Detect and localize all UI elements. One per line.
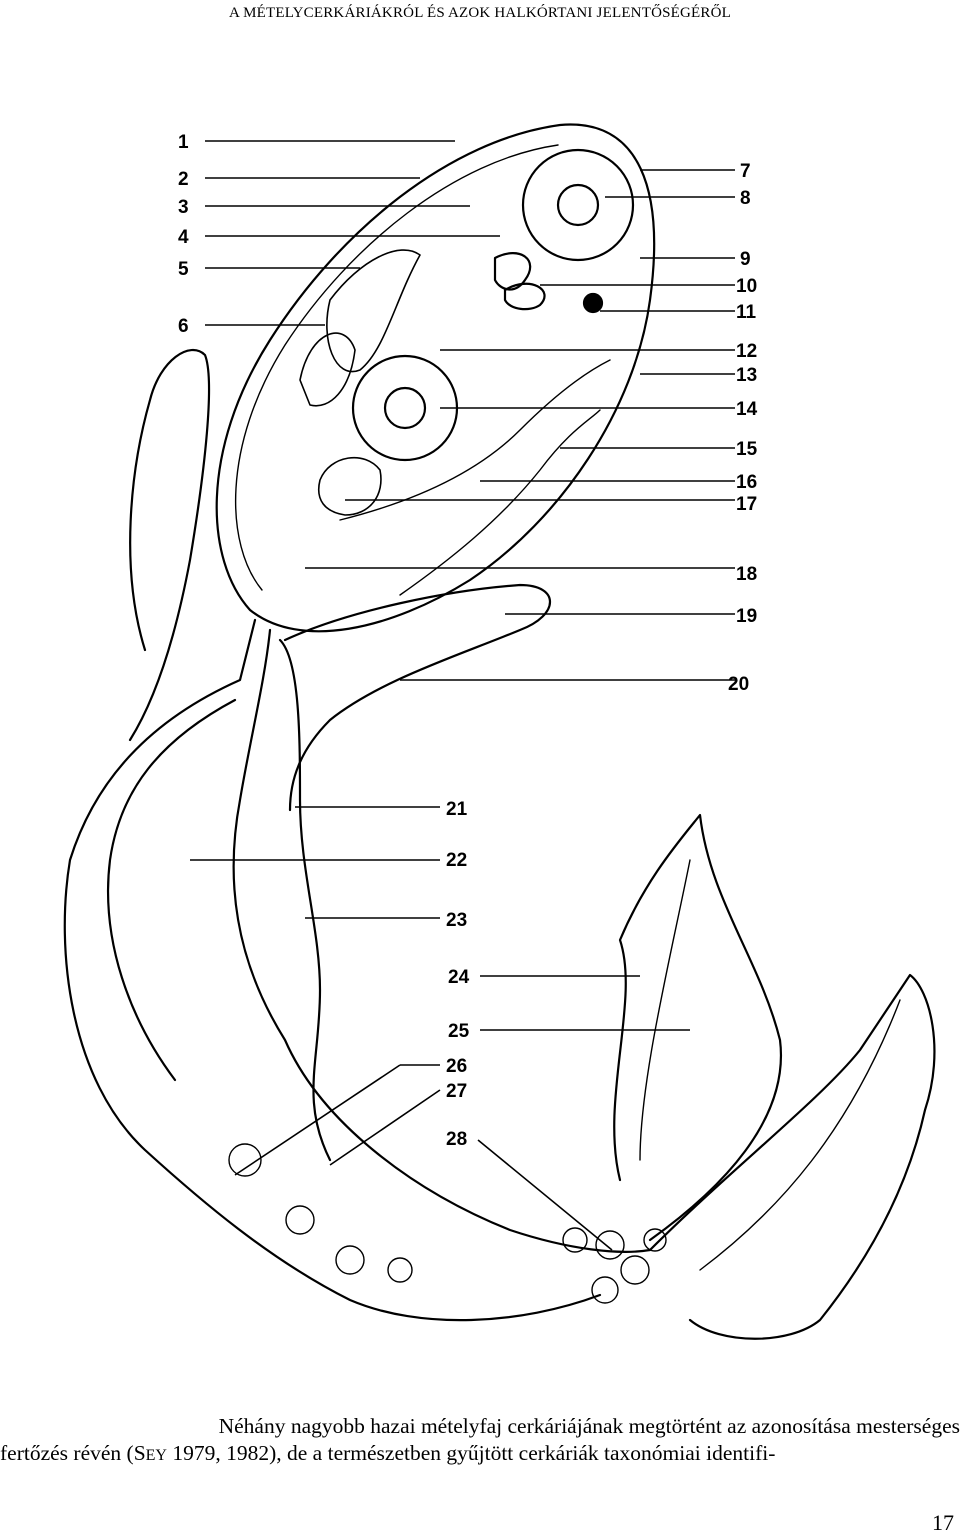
tail-cell [228,1143,262,1177]
label-23: 23 [446,910,467,931]
label-28: 28 [446,1129,467,1150]
tail-cell [285,1205,315,1235]
excretory-duct [339,359,611,521]
tail-stem-inner [106,698,237,1082]
label-20: 20 [728,674,749,695]
furca-lower-inner [699,999,901,1271]
cercaria-drawing: 1 2 3 4 5 6 7 8 9 10 11 12 13 14 15 16 1… [63,123,936,1340]
glands [326,249,421,373]
label-3: 3 [178,197,189,218]
author-smallcaps: EY [145,1447,167,1464]
furca-lower [648,973,936,1340]
tail-cell [595,1230,625,1260]
body-text-line-1: Néhány nagyobb hazai mételyfaj cerkáriáj… [218,1414,960,1438]
label-6: 6 [178,316,189,337]
tail-cell [335,1245,365,1275]
tail-branch [232,628,652,1253]
left-appendage [128,348,211,742]
label-17: 17 [736,494,757,515]
label-16: 16 [736,472,757,493]
label-7: 7 [740,161,751,182]
label-5: 5 [178,259,189,280]
tail-cell [620,1255,650,1285]
running-header: A MÉTELYCERKÁRIÁKRÓL ÉS AZOK HALKÓRTANI … [228,5,732,21]
oral-sucker [521,148,635,262]
label-4: 4 [178,227,189,248]
tail-cell [643,1228,667,1252]
cercaria-figure: 1 2 3 4 5 6 7 8 9 10 11 12 13 14 15 16 1… [63,123,936,1340]
label-19: 19 [736,606,757,627]
label-10: 10 [736,276,757,297]
body-text-line-2-b: 1979, 1982), de a természetben gyűjtött … [166,1441,776,1465]
oral-sucker-inner [556,183,600,227]
label-27: 27 [446,1081,467,1102]
label-22: 22 [446,850,467,871]
label-13: 13 [736,365,757,386]
eye-spot [582,292,604,314]
label-9: 9 [740,249,751,270]
tegument-line [234,144,559,591]
leader-lines [190,140,735,1251]
label-12: 12 [736,341,757,362]
label-1: 1 [178,132,189,153]
furca-upper [613,813,783,1242]
tail-branch-2 [278,638,332,1162]
intestine [493,252,532,291]
label-26: 26 [446,1056,467,1077]
label-2: 2 [178,169,189,190]
tail-stem-left [63,618,602,1322]
page-number: 17 [932,1510,954,1535]
label-15: 15 [736,439,758,460]
body-text-line-2-a: fertőzés révén (S [0,1441,146,1465]
label-24: 24 [448,967,470,988]
label-11: 11 [736,302,757,323]
ventral-sucker-inner [383,386,427,430]
label-8: 8 [740,188,751,209]
primordium [318,456,382,516]
glands-2 [299,332,356,407]
tail-cell [591,1276,619,1304]
body-text-line-2: fertőzés révén (SEY 1979, 1982), de a te… [0,1441,960,1466]
label-14: 14 [736,399,758,420]
body-outline [215,123,656,633]
tail-cell [562,1227,588,1253]
ventral-appendage [283,583,551,812]
intestine-2 [503,282,546,311]
furca-upper-inner [639,859,691,1161]
tail-cell [387,1257,413,1283]
label-25: 25 [448,1021,470,1042]
label-21: 21 [446,799,468,820]
label-18: 18 [736,564,757,585]
